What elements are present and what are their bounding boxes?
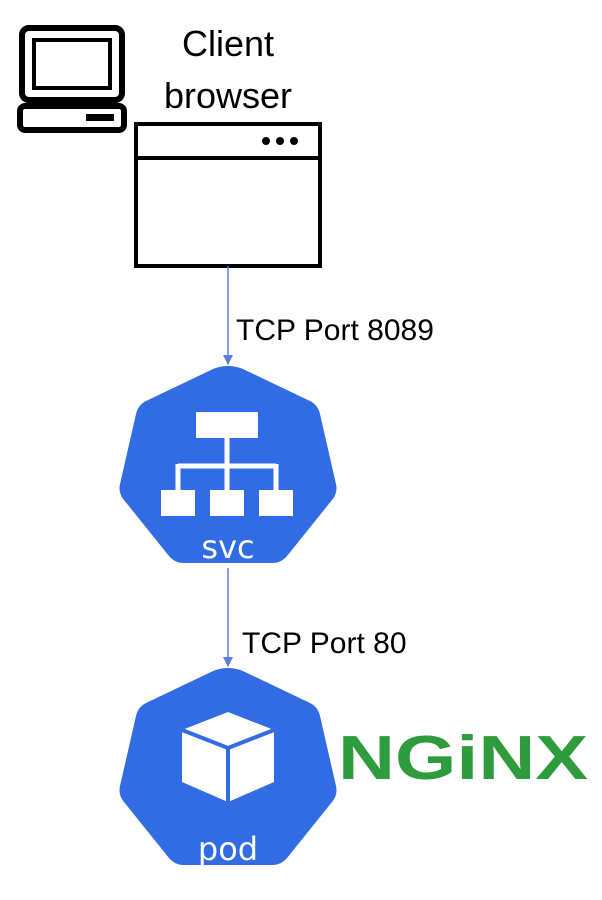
nginx-logo: NGiNX bbox=[338, 724, 588, 793]
pod-label: pod bbox=[198, 830, 258, 868]
client-label-line1: Client bbox=[182, 23, 274, 64]
computer-icon bbox=[17, 25, 127, 133]
browser-menu-dot bbox=[290, 137, 298, 145]
edge-label-svc-to-pod: TCP Port 80 bbox=[242, 627, 407, 660]
browser-window-icon bbox=[134, 122, 322, 268]
browser-menu-dot bbox=[276, 137, 284, 145]
svc-label: svc bbox=[201, 528, 254, 566]
svc-node: svc bbox=[119, 366, 337, 566]
edge-label-client-to-svc: TCP Port 8089 bbox=[236, 314, 434, 347]
client-label-line2: browser bbox=[164, 75, 292, 116]
browser-menu-dot bbox=[262, 137, 270, 145]
network-hierarchy-icon bbox=[161, 412, 293, 516]
pod-node: pod bbox=[119, 668, 337, 868]
cube-icon bbox=[181, 712, 275, 802]
